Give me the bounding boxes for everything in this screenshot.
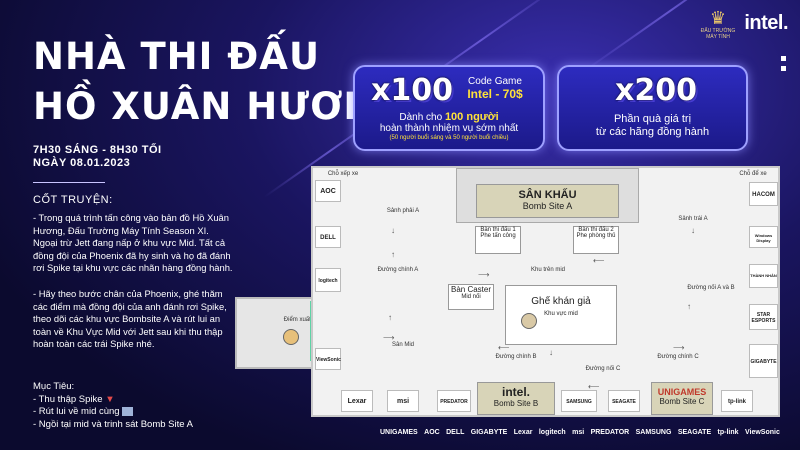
sponsor-seagate: SEAGATE — [608, 390, 640, 412]
label-duong-chinh-c: Đường chính C — [657, 354, 699, 360]
promo-gift-line2: từ các hãng đồng hành — [595, 126, 710, 138]
sponsor-star: STAR ESPORTS — [749, 304, 778, 330]
arrow-icon: ⟶ — [478, 270, 490, 279]
trophy-icon: ♛ — [709, 8, 727, 28]
goal-item-2: - Rút lui về mid cùng — [33, 405, 134, 418]
promo-product: Intel - 70$ — [467, 87, 523, 101]
arrow-icon: ⟵ — [588, 382, 600, 391]
story-paragraph-2: - Hãy theo bước chân của Phoenix, ghé th… — [33, 288, 227, 350]
footer-logo: AOC — [424, 429, 440, 436]
footer-sponsor-bar: UNIGAMES AOC DELL GIGABYTE Lexar logitec… — [380, 429, 780, 436]
footer-logo: SEAGATE — [677, 429, 712, 436]
divider — [33, 182, 105, 183]
promo-count: x200 — [615, 73, 697, 108]
label-duong-noi-ab: Đường nối A và B — [687, 285, 735, 291]
goals-heading: Mục Tiêu: — [33, 381, 75, 392]
sponsor-viewsonic: ViewSonic — [315, 348, 341, 370]
footer-logo: ViewSonic — [744, 429, 780, 436]
label-sanh-phai-a: Sảnh phải A — [386, 208, 420, 214]
arrow-icon: ↑ — [687, 302, 691, 311]
sponsor-thanhnhan: THÀNH NHÂN — [749, 264, 778, 288]
sponsor-samsung: SAMSUNG — [561, 390, 597, 412]
promo-count: x100 — [371, 73, 453, 108]
arrow-icon: ↓ — [391, 226, 395, 235]
sponsor-hacom: HACOM — [749, 182, 778, 206]
label-duong-chinh-b: Đường chính B — [495, 354, 537, 360]
spike-icon: ▼ — [105, 394, 115, 405]
label-khu-tren-mid: Khu trên mid — [530, 267, 566, 273]
arrow-icon: ↓ — [549, 348, 553, 357]
dtmt-logo: ♛ ĐẤU TRƯỜNG MÁY TÍNH — [700, 8, 736, 40]
sponsor-msi: msi — [387, 390, 419, 412]
stage-box: SÂN KHẤU Bomb Site A — [476, 184, 619, 218]
arrow-icon: ⟵ — [593, 256, 605, 265]
promo-card-code-game: x100 Code Game Intel - 70$ Dành cho 100 … — [353, 65, 545, 151]
bombsite-c: UNIGAMES Bomb Site C — [651, 382, 713, 415]
promo-code-label: Code Game — [468, 76, 522, 87]
menu-icon[interactable] — [781, 56, 787, 76]
sponsor-lexar: Lexar — [341, 390, 373, 412]
page-title-line1: NHÀ THI ĐẤU — [33, 35, 320, 78]
footer-logo: GIGABYTE — [470, 429, 508, 436]
sponsor-gigabyte: GIGABYTE — [749, 344, 778, 378]
promo-audience: Dành cho 100 người — [399, 111, 499, 123]
arrow-icon: ⟵ — [498, 343, 510, 352]
jett-icon — [122, 406, 134, 416]
story-heading: CỐT TRUYỆN: — [33, 194, 113, 206]
goal-item-1: - Thu thập Spike ▼ — [33, 394, 115, 405]
footer-logo: Lexar — [513, 429, 533, 436]
promo-note: (50 người buổi sáng và 50 người buổi chi… — [389, 135, 509, 141]
jett-marker-icon — [521, 313, 537, 329]
footer-logo: SAMSUNG — [635, 429, 672, 436]
sponsor-windows: Windows Display — [749, 226, 778, 248]
footer-logo: msi — [572, 429, 585, 436]
intel-logo: intel. — [744, 12, 788, 34]
label-san-mid: Sân Mid — [391, 342, 414, 348]
parking-left: Chỗ xếp xe — [327, 171, 359, 177]
sponsor-tplink: tp-link — [721, 390, 753, 412]
sponsor-aoc: AOC — [315, 180, 341, 202]
arrow-icon: ⟶ — [383, 333, 395, 342]
page-title-line2: HỒ XUÂN HƯƠNG — [33, 85, 407, 128]
arrow-icon: ↑ — [388, 313, 392, 322]
sponsor-dell: DELL — [315, 226, 341, 248]
attacker-spawn-area: Điểm xuất hiện phe tấn công — [235, 297, 360, 369]
footer-logo: DELL — [446, 429, 465, 436]
promo-card-gifts: x200 Phần quà giá trị từ các hãng đồng h… — [557, 65, 748, 151]
goal-item-3: - Ngồi tại mid và trinh sát Bomb Site A — [33, 419, 193, 430]
parking-right: Chỗ để xe — [739, 171, 767, 177]
footer-logo: logitech — [538, 429, 566, 436]
promo-condition: hoàn thành nhiệm vụ sớm nhất — [379, 123, 519, 134]
sponsor-logitech: logitech — [315, 268, 341, 292]
arrow-icon: ↑ — [391, 250, 395, 259]
arrow-icon: ⟶ — [673, 343, 685, 352]
bombsite-b: intel. Bomb Site B — [477, 382, 555, 415]
venue-map: Chỗ xếp xe Chỗ để xe SÂN KHẤU Bomb Site … — [311, 166, 780, 417]
footer-logo: UNIGAMES — [380, 429, 418, 436]
label-duong-noi-c: Đường nối C — [585, 366, 621, 372]
sponsor-predator: PREDATOR — [437, 390, 471, 412]
footer-logo: PREDATOR — [590, 429, 630, 436]
footer-logo: tp-link — [717, 429, 739, 436]
label-sanh-trai-a: Sảnh trái A — [678, 216, 708, 222]
arrow-icon: ↓ — [691, 226, 695, 235]
phoenix-marker-icon — [283, 329, 299, 345]
event-time: 7H30 SÁNG - 8H30 TỐI — [33, 144, 162, 156]
event-date: NGÀY 08.01.2023 — [33, 157, 131, 169]
label-duong-chinh-a: Đường chính A — [377, 267, 419, 273]
story-paragraph-1: - Trong quá trình tấn công vào bản đồ Hồ… — [33, 212, 233, 274]
promo-gift-line1: Phần quà giá trị — [613, 113, 692, 125]
